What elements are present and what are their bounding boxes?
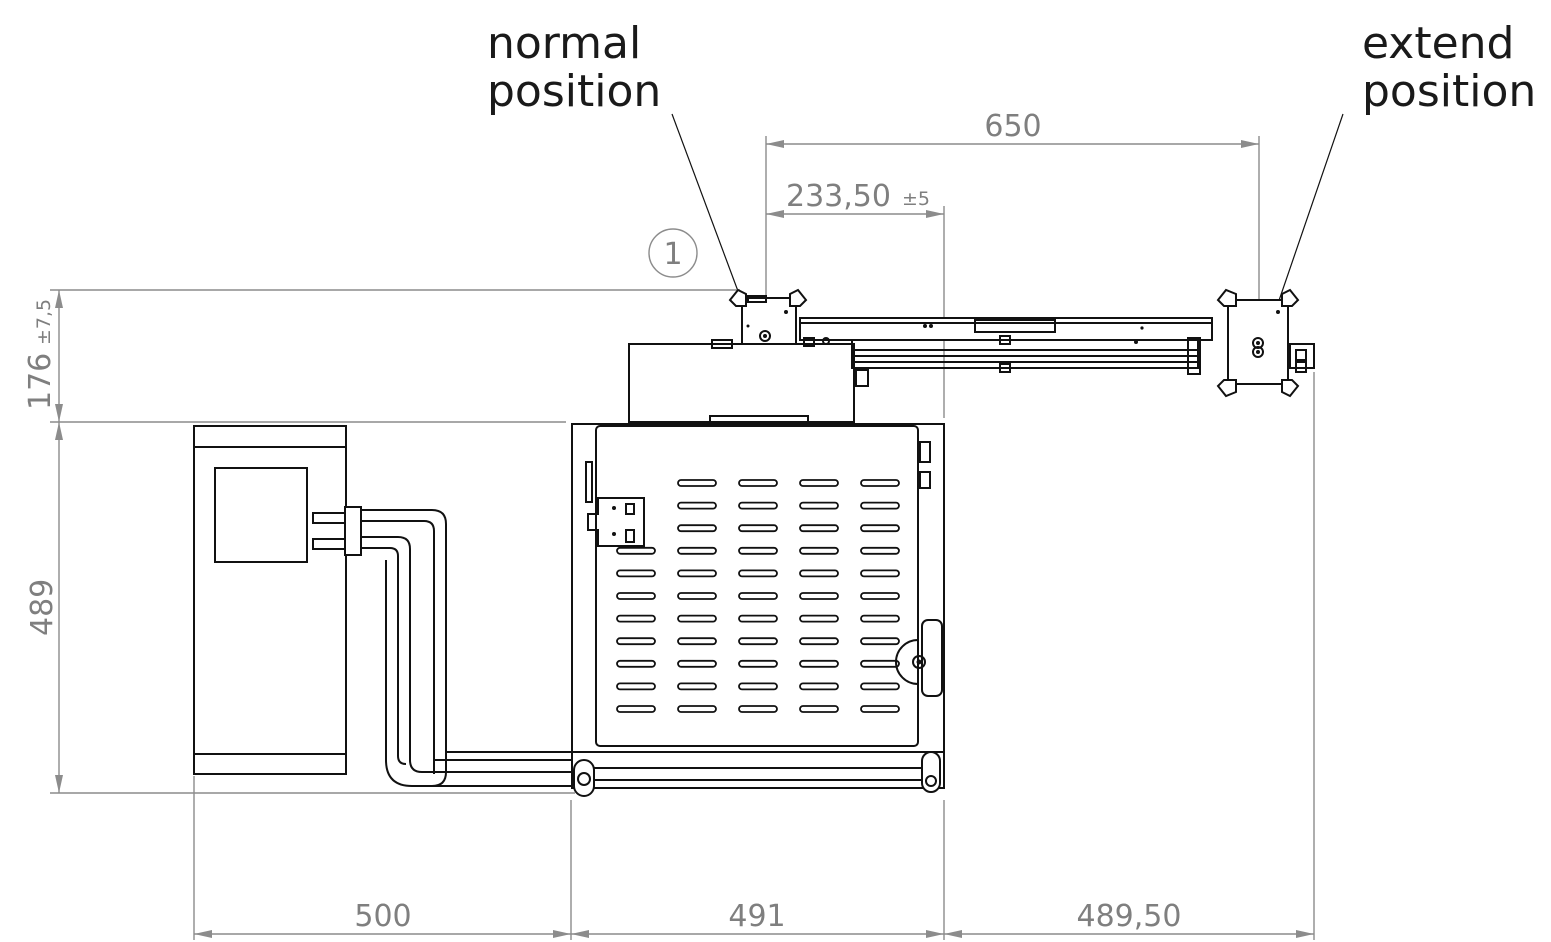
vent-slot bbox=[677, 524, 717, 533]
vent-slot bbox=[799, 524, 839, 533]
vent-slot bbox=[799, 569, 839, 578]
vent-slot bbox=[738, 546, 778, 555]
vent-slot bbox=[738, 569, 778, 578]
vent-slot bbox=[738, 614, 778, 623]
vent-slot bbox=[860, 637, 900, 646]
vent-slot bbox=[677, 705, 717, 713]
svg-text:±7,5: ±7,5 bbox=[33, 299, 55, 345]
control-cabinet bbox=[193, 425, 362, 775]
vent-slot bbox=[616, 569, 656, 578]
svg-text:176: 176 bbox=[23, 353, 58, 410]
svg-text:1: 1 bbox=[663, 237, 682, 272]
normal-position-label-line2: position bbox=[487, 66, 661, 117]
vent-slots bbox=[616, 479, 900, 713]
vent-slot bbox=[860, 479, 900, 487]
cabinet-panel bbox=[214, 467, 308, 563]
vent-slot bbox=[677, 682, 717, 691]
vent-slot bbox=[860, 705, 900, 713]
svg-text:491: 491 bbox=[728, 899, 785, 934]
vent-slot bbox=[799, 637, 839, 646]
vent-slot bbox=[677, 637, 717, 646]
vent-slot bbox=[799, 659, 839, 668]
vent-slot bbox=[616, 659, 656, 668]
dimension-233-50: 233,50 ±5 bbox=[766, 179, 945, 418]
svg-text:650: 650 bbox=[984, 109, 1041, 144]
carriage-normal-position bbox=[728, 288, 808, 345]
dimension-650: 650 bbox=[765, 109, 1260, 330]
machine-body bbox=[571, 343, 945, 797]
vent-slot bbox=[677, 592, 717, 600]
vent-slot bbox=[860, 524, 900, 533]
svg-text:500: 500 bbox=[354, 899, 411, 934]
vent-slot bbox=[860, 569, 900, 578]
vent-slot bbox=[738, 501, 778, 510]
vent-slot bbox=[616, 705, 656, 713]
vent-slot bbox=[860, 659, 900, 668]
vent-slot bbox=[799, 501, 839, 510]
vent-slot bbox=[799, 546, 839, 555]
item-balloon: 1 bbox=[648, 228, 698, 278]
extend-position-leader bbox=[1272, 113, 1344, 319]
vent-slot bbox=[738, 479, 778, 487]
slide-mechanism bbox=[711, 317, 1213, 387]
vent-slot bbox=[738, 524, 778, 533]
hoses bbox=[361, 509, 572, 787]
extend-position-label-line2: position bbox=[1362, 66, 1536, 117]
dimension-489-50: 489,50 bbox=[944, 372, 1315, 940]
vent-slot bbox=[616, 592, 656, 600]
carriage-extend-position bbox=[1216, 288, 1315, 398]
dimension-491: 491 bbox=[571, 800, 945, 940]
vent-slot bbox=[677, 614, 717, 623]
svg-text:489: 489 bbox=[25, 579, 60, 636]
vent-slot bbox=[799, 592, 839, 600]
extend-position-label-line1: extend bbox=[1362, 18, 1514, 69]
normal-position-leader bbox=[671, 113, 749, 319]
vent-slot bbox=[738, 682, 778, 691]
vent-slot bbox=[860, 501, 900, 510]
vent-slot bbox=[799, 479, 839, 487]
vent-slot bbox=[738, 659, 778, 668]
vent-slot bbox=[799, 682, 839, 691]
vent-slot bbox=[677, 569, 717, 578]
svg-text:±5: ±5 bbox=[902, 188, 930, 210]
vent-slot bbox=[799, 705, 839, 713]
normal-position-label-line1: normal bbox=[487, 18, 641, 69]
vent-slot bbox=[860, 614, 900, 623]
vent-slot bbox=[616, 637, 656, 646]
vent-slot bbox=[799, 614, 839, 623]
vent-slot bbox=[677, 659, 717, 668]
vent-slot bbox=[738, 592, 778, 600]
dimension-500: 500 bbox=[193, 776, 572, 940]
svg-text:233,50: 233,50 bbox=[786, 179, 891, 214]
vent-slot bbox=[860, 546, 900, 555]
vent-slot bbox=[738, 637, 778, 646]
vent-slot bbox=[616, 546, 656, 555]
vent-slot bbox=[738, 705, 778, 713]
vent-slot bbox=[616, 614, 656, 623]
vent-slot bbox=[677, 546, 717, 555]
vent-slot bbox=[616, 682, 656, 691]
dimension-176: 176 ±7,5 bbox=[23, 289, 740, 423]
vent-slot bbox=[860, 682, 900, 691]
vent-slot bbox=[677, 501, 717, 510]
svg-text:489,50: 489,50 bbox=[1077, 899, 1182, 934]
vent-slot bbox=[677, 479, 717, 487]
vent-slot bbox=[860, 592, 900, 600]
dimension-489: 489 bbox=[25, 422, 575, 794]
